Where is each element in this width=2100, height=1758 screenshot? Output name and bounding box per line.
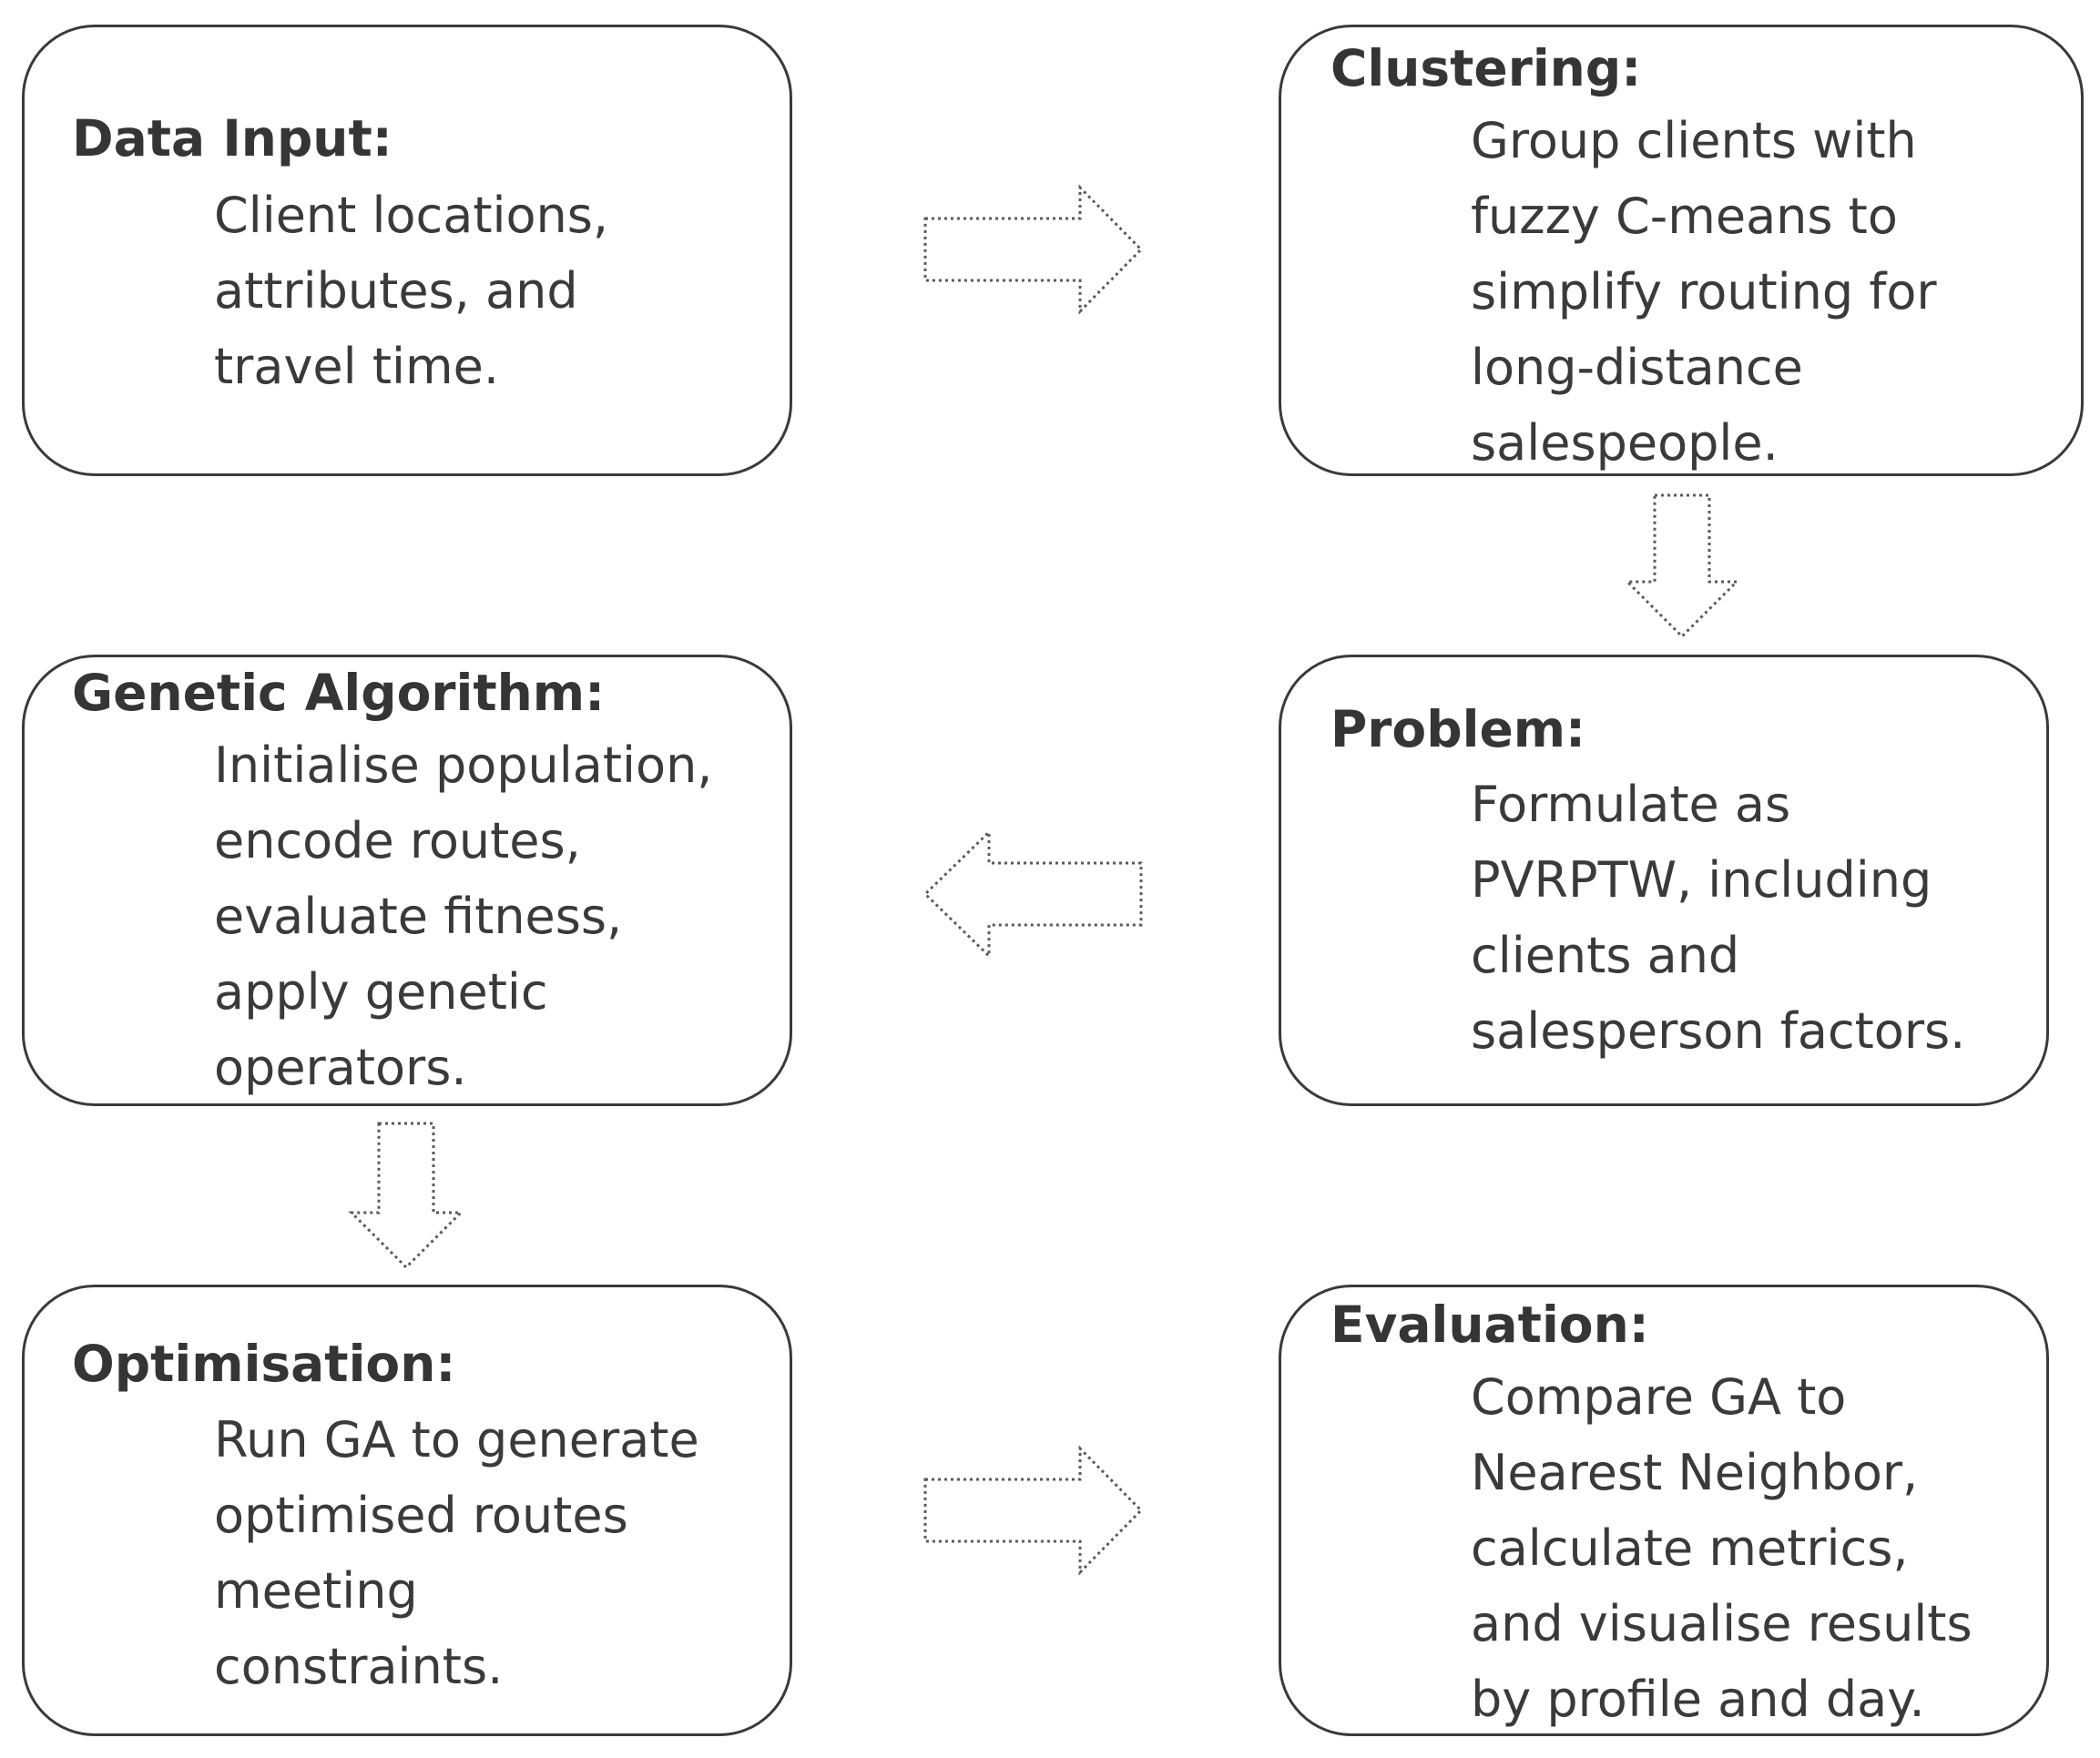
node-body: Formulate as PVRPTW, including clients a… [1471, 767, 1965, 1069]
node-body-line: Formulate as [1471, 776, 1791, 833]
node-title: Evaluation: [1330, 1296, 1649, 1354]
node-body: Client locations, attributes, and travel… [214, 178, 608, 404]
node-clustering: Clustering: Group clients with fuzzy C-m… [1279, 25, 2084, 476]
node-body-line: apply genetic [214, 963, 548, 1021]
node-body-line: attributes, and [214, 262, 578, 320]
node-body-line: meeting [214, 1562, 418, 1620]
node-title: Optimisation: [72, 1335, 456, 1393]
node-genetic-algorithm: Genetic Algorithm: Initialise population… [22, 655, 792, 1106]
node-title: Problem: [1330, 700, 1586, 758]
node-optimisation: Optimisation: Run GA to generate optimis… [22, 1285, 792, 1736]
arrow-down-icon [348, 1122, 464, 1270]
node-body: Group clients with fuzzy C-means to simp… [1471, 103, 1937, 481]
node-body-line: salespeople. [1471, 414, 1779, 472]
arrow-right-icon [923, 184, 1144, 315]
arrow-left-icon [923, 828, 1143, 960]
node-body-line: calculate metrics, [1471, 1519, 1909, 1577]
node-body-line: Nearest Neighbor, [1471, 1444, 1919, 1501]
arrow-down-icon [1624, 493, 1740, 639]
node-title: Genetic Algorithm: [72, 664, 606, 722]
node-body-line: by profile and day. [1471, 1671, 1925, 1728]
node-problem: Problem: Formulate as PVRPTW, including … [1279, 655, 2049, 1106]
node-evaluation: Evaluation: Compare GA to Nearest Neighb… [1279, 1285, 2049, 1736]
node-body-line: Client locations, [214, 187, 609, 244]
node-body-line: simplify routing for [1471, 263, 1937, 320]
node-body-line: constraints. [214, 1638, 504, 1695]
node-body-line: fuzzy C-means to [1471, 188, 1898, 245]
node-body: Compare GA to Nearest Neighbor, calculat… [1471, 1359, 1973, 1737]
node-body-line: salesperson factors. [1471, 1002, 1966, 1060]
node-body-line: evaluate fitness, [214, 888, 623, 945]
node-body-line: Group clients with [1471, 112, 1917, 169]
node-body-line: clients and [1471, 927, 1740, 984]
node-title: Data Input: [72, 109, 392, 168]
node-title: Clustering: [1330, 39, 1642, 97]
node-body-line: Run GA to generate [214, 1411, 699, 1468]
node-body-line: encode routes, [214, 812, 581, 869]
node-body-line: optimised routes [214, 1487, 628, 1544]
node-data-input: Data Input: Client locations, attributes… [22, 25, 792, 476]
arrow-right-icon [923, 1445, 1144, 1576]
node-body-line: and visualise results [1471, 1595, 1973, 1652]
node-body: Run GA to generate optimised routes meet… [214, 1402, 699, 1704]
node-body-line: long-distance [1471, 339, 1803, 396]
node-body-line: travel time. [214, 338, 499, 395]
node-body-line: operators. [214, 1039, 467, 1096]
node-body-line: PVRPTW, including [1471, 851, 1932, 909]
node-body-line: Initialise population, [214, 737, 713, 794]
node-body-line: Compare GA to [1471, 1368, 1847, 1426]
node-body: Initialise population, encode routes, ev… [214, 727, 712, 1105]
